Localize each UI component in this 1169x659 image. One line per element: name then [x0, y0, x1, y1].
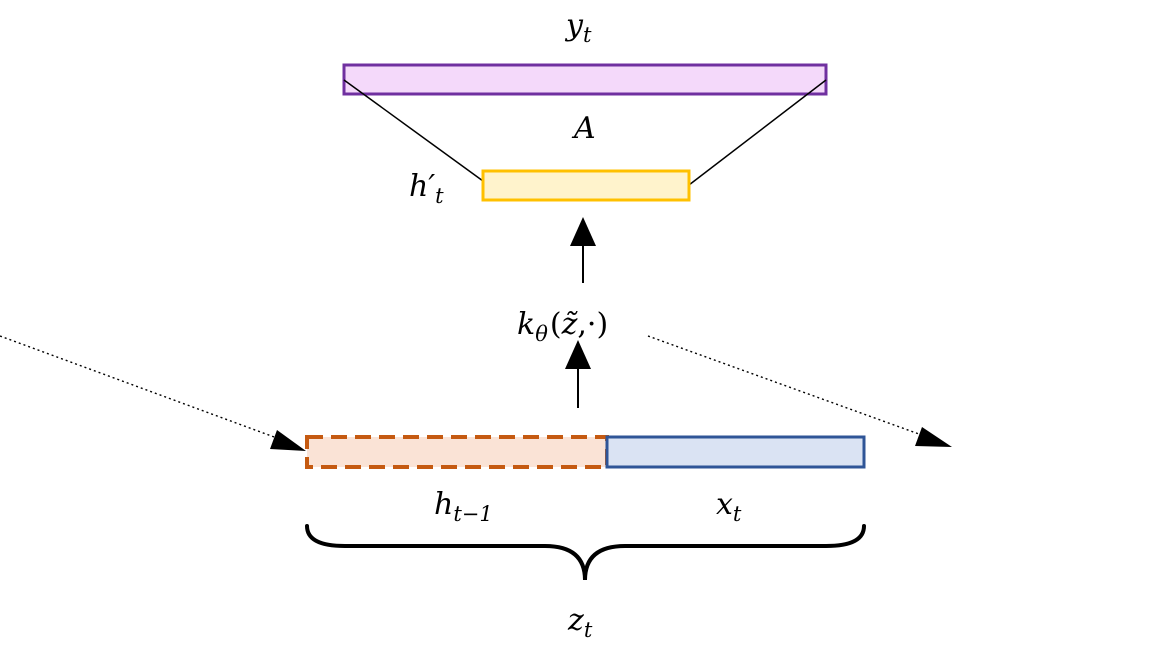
output-vector-y [342, 63, 828, 96]
dotted-arrow-outgoing [647, 335, 952, 447]
arrow-input-to-kernel [565, 340, 591, 408]
label-y-t: yt [564, 8, 592, 47]
projection-line-right [688, 79, 827, 186]
input-vector-x [605, 435, 866, 469]
label-kernel: kθ(z̃,·) [517, 307, 608, 346]
previous-hidden-h [305, 435, 609, 469]
projection-line-left [343, 79, 484, 182]
label-h-prime-t: h′t [409, 169, 444, 208]
label-z-t: zt [567, 603, 593, 642]
arrow-kernel-to-hidden [570, 217, 596, 283]
concat-brace [305, 524, 866, 581]
label-A: A [571, 111, 596, 146]
label-x-t: xt [716, 487, 742, 526]
hidden-vector-h-prime [481, 169, 691, 202]
dotted-arrow-incoming [0, 335, 306, 451]
label-h-t-minus-1: ht−1 [434, 487, 493, 526]
